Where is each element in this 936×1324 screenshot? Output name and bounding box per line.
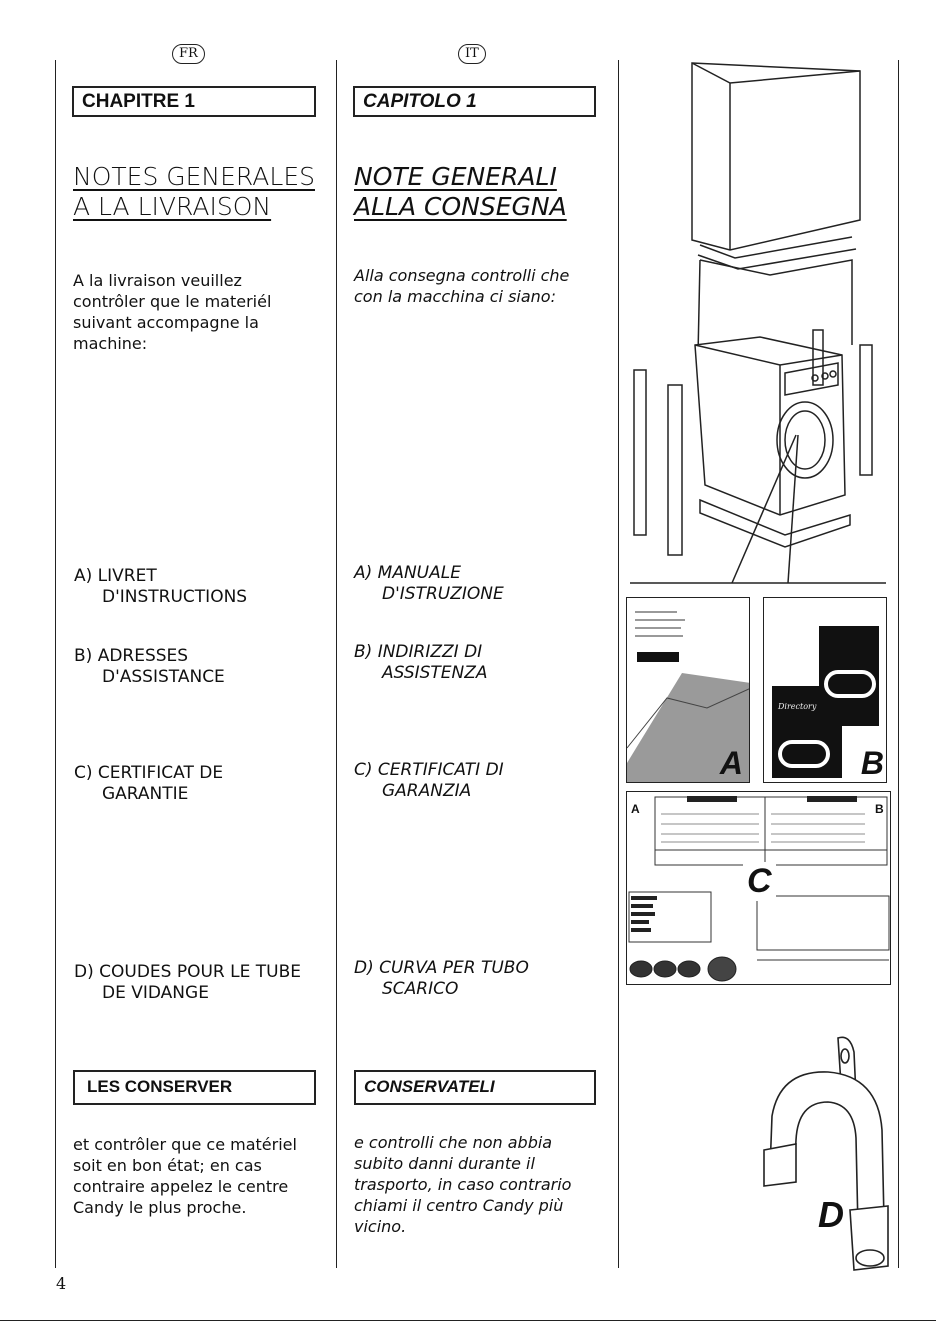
intro-fr: A la livraison veuillez contrôler que le… xyxy=(73,271,272,353)
figure-c-art xyxy=(628,796,890,982)
column-rule-left xyxy=(55,60,56,1268)
figure-b-directory: Directory B xyxy=(763,597,887,783)
page-bottom-rule xyxy=(0,1320,936,1321)
figure-c-certificate: A B C xyxy=(626,791,891,985)
figure-c-left-text: A xyxy=(631,802,640,816)
figure-b-oval-top xyxy=(824,670,876,698)
closing-it: e controlli che non abbia subito danni d… xyxy=(354,1133,572,1236)
figure-b-booklet-text: Directory xyxy=(778,702,817,711)
title-it-line2: ALLA CONSEGNA xyxy=(354,192,567,221)
title-fr-line2: A LA LIVRAISON xyxy=(73,192,272,221)
intro-it: Alla consegna controlli che con la macch… xyxy=(354,266,570,306)
figure-c-right-text: B xyxy=(875,802,884,816)
keep-box-fr: LES CONSERVER xyxy=(73,1070,316,1105)
drain-hose-bend-illustration xyxy=(763,1036,889,1271)
title-it-line1: NOTE GENERALI xyxy=(354,162,557,191)
lang-badge-it: IT xyxy=(458,44,486,64)
machine-packaging-illustration xyxy=(630,62,886,584)
figure-a-art xyxy=(627,611,749,782)
figure-b-oval-bottom xyxy=(778,740,830,768)
keep-box-it: CONSERVATELI xyxy=(354,1070,596,1105)
column-rule-edge xyxy=(898,60,899,1268)
title-fr-line1: NOTES GENERALES xyxy=(73,162,315,191)
closing-fr: et contrôler que ce matériel soit en bon… xyxy=(73,1135,297,1217)
chapter-box-fr: CHAPITRE 1 xyxy=(72,86,316,117)
column-rule-right xyxy=(618,60,619,1268)
figure-c-label: C xyxy=(743,862,776,901)
figure-d-label: D xyxy=(818,1194,844,1235)
lang-badge-fr: FR xyxy=(172,44,205,64)
column-rule-middle xyxy=(336,60,337,1268)
page-number: 4 xyxy=(56,1274,67,1293)
figure-a-label: A xyxy=(719,745,743,781)
figure-a-booklet: A xyxy=(626,597,750,783)
figure-b-label: B xyxy=(860,745,884,781)
chapter-box-it: CAPITOLO 1 xyxy=(353,86,596,117)
